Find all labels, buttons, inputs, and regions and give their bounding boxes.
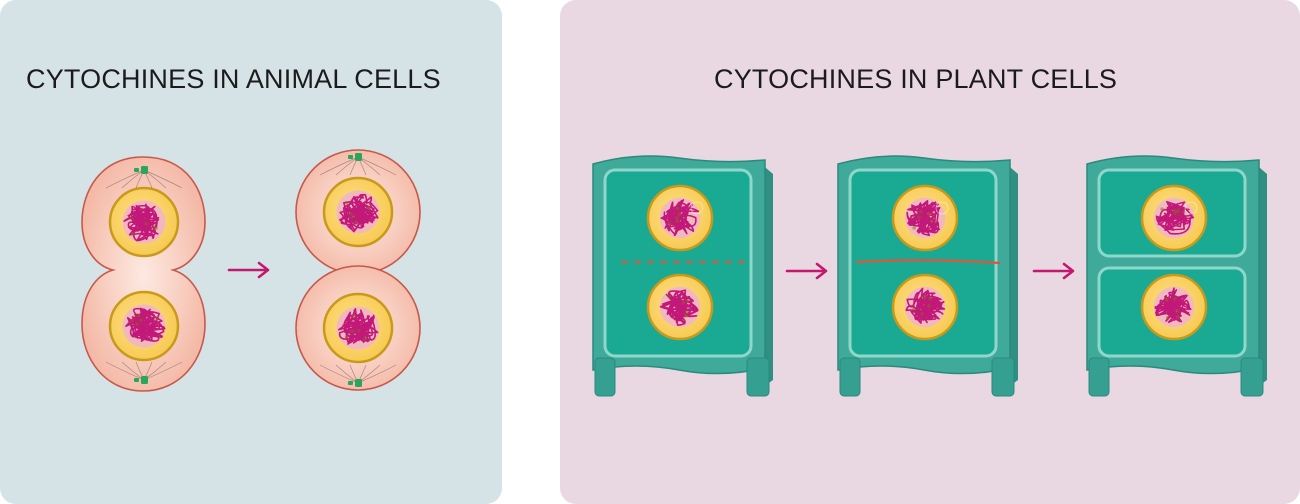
nucleolus-dot (928, 296, 932, 301)
nucleolus-dot (667, 294, 671, 298)
dividing-animal-cell (81, 156, 206, 392)
nucleolus-dot (348, 212, 353, 216)
cell-wall-foot (1240, 357, 1264, 397)
plant-cells-illustration (592, 155, 1267, 397)
nucleolus-dot (130, 217, 134, 221)
nucleolus-dot (920, 312, 924, 316)
nucleolus-dot (354, 221, 359, 225)
nucleolus-dot (917, 215, 921, 219)
centriole (141, 166, 148, 174)
nucleolus-dot (135, 322, 139, 326)
nucleolus-dot (139, 318, 143, 322)
spindle-fiber (105, 169, 145, 189)
cell-wall-foot (991, 357, 1015, 397)
nucleolus-dot (675, 219, 680, 224)
plant-panel-title: CYTOCHINES IN PLANT CELLS (714, 64, 1118, 94)
nucleolus-dot (1175, 308, 1179, 313)
daughter-animal-cell (295, 265, 421, 391)
chromatin (125, 307, 166, 342)
nucleolus-dot (366, 206, 371, 210)
nucleolus-dot (677, 212, 682, 216)
right-arrow-icon (227, 261, 270, 279)
plant-cell (837, 155, 1018, 397)
nucleolus-dot (130, 231, 135, 236)
nucleolus-dot (685, 298, 690, 303)
nucleolus-dot (1181, 210, 1186, 215)
vacuole (935, 201, 949, 215)
right-arrow-icon (1032, 262, 1075, 280)
nucleolus-dot (1172, 297, 1177, 301)
nucleolus-dot (357, 329, 361, 333)
nucleolus-dot (674, 216, 679, 220)
nucleolus-dot (1173, 211, 1177, 215)
chromatin (905, 287, 946, 324)
spindle-fiber (105, 361, 145, 381)
cell-wall-foot (746, 357, 770, 397)
cell-wall-foot (1088, 357, 1110, 397)
nucleolus-dot (927, 304, 931, 308)
nucleolus-dot (1165, 298, 1169, 302)
centriole (141, 376, 148, 384)
nucleolus-dot (136, 313, 141, 318)
plant-cell (592, 155, 773, 397)
nucleolus-dot (154, 316, 159, 320)
nucleolus-dot (912, 307, 916, 311)
nucleolus-dot (684, 310, 689, 315)
animal-cells-illustration (81, 149, 421, 392)
nucleolus-dot (363, 335, 368, 340)
cell-wall-foot (839, 357, 861, 397)
nucleolus-dot (154, 226, 158, 230)
centriole (348, 155, 353, 159)
chromatin (660, 199, 700, 237)
cell-plate (855, 259, 1001, 265)
chromatin (123, 203, 160, 242)
chromatin (1154, 287, 1192, 323)
centriole (348, 381, 353, 385)
centriole (355, 153, 362, 161)
nucleolus-dot (675, 206, 680, 211)
centriole (134, 378, 139, 382)
nucleolus-dot (681, 300, 686, 305)
centriole (134, 168, 139, 172)
nucleolus-dot (912, 226, 916, 230)
nucleolus-dot (929, 219, 934, 224)
animal-cells-panel: CYTOCHINES IN ANIMAL CELLS (0, 0, 502, 504)
plant-cell (1086, 155, 1267, 397)
daughter-animal-cell (295, 149, 421, 275)
centriole (355, 379, 362, 387)
nucleolus-dot (667, 221, 672, 226)
nucleolus-dot (351, 214, 356, 219)
chromatin (1155, 201, 1195, 235)
nucleolus-dot (1165, 315, 1170, 320)
nucleolus-dot (352, 314, 356, 318)
nucleolus-dot (144, 221, 148, 226)
nucleolus-dot (1173, 208, 1177, 213)
nucleolus-dot (922, 295, 927, 300)
nucleolus-dot (344, 334, 349, 339)
nucleolus-dot (1160, 207, 1164, 211)
chromatin (906, 200, 941, 237)
nucleolus-dot (919, 209, 923, 214)
vacuole (1184, 201, 1198, 215)
nucleolus-dot (684, 314, 688, 318)
nucleolus-dot (130, 318, 135, 323)
nucleolus-dot (927, 212, 931, 217)
spindle-fiber (319, 364, 359, 384)
spindle-fiber (319, 156, 359, 176)
chromatin (659, 289, 699, 326)
nucleolus-dot (344, 201, 349, 205)
chromatin (339, 193, 379, 233)
vacuole (690, 201, 704, 215)
nucleolus-dot (350, 329, 355, 334)
animal-panel-title: CYTOCHINES IN ANIMAL CELLS (26, 64, 441, 94)
right-arrow-icon (785, 262, 828, 280)
nucleolus-dot (1175, 315, 1180, 319)
plant-cells-panel: CYTOCHINES IN PLANT CELLS (560, 0, 1300, 504)
chromatin (338, 308, 379, 345)
cell-wall-foot (594, 357, 616, 397)
